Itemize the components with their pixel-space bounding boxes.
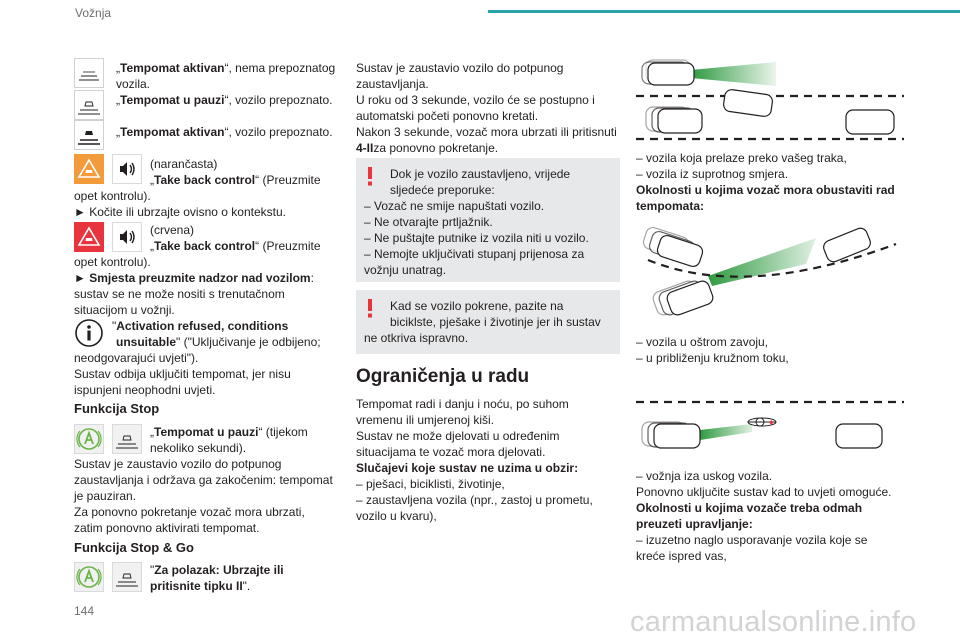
narrow-vehicle-text: – vožnja iza uskog vozila. Ponovno uklju…	[636, 469, 892, 563]
svg-text:◆: ◆	[769, 420, 774, 426]
warning-note-stopped: Dok je vozilo zaustavljeno, vrijede slje…	[356, 158, 620, 282]
warning-triangle-orange-icon	[74, 154, 104, 184]
limitations-text: Tempomat radi i danju i noću, po suhom v…	[356, 397, 593, 523]
page-number: 144	[74, 604, 95, 618]
status-activation-refused-a: "Activation refused, conditions unsuitab…	[112, 319, 321, 349]
curve-list: – vozila u oštrom zavoju, – u približenj…	[636, 335, 789, 365]
status-stop-paused-a: „Tempomat u pauzi“ (tijekom nekoliko sek…	[150, 425, 308, 455]
warning-triangle-red-icon	[74, 222, 104, 252]
status-cruise-active-no-vehicle: „Tempomat aktivan“, nema prepoznatog voz…	[116, 61, 336, 91]
stop-go-description: Sustav je zaustavio vozilo do potpunog z…	[356, 61, 617, 155]
exclamation-icon	[368, 167, 372, 186]
status-activation-refused-b: neodgovarajući uvjeti"). Sustav odbija u…	[74, 351, 291, 397]
status-cruise-active-vehicle: „Tempomat aktivan“, vozilo prepoznato.	[116, 125, 333, 139]
section-heading-limitations: Ograničenja u radu	[356, 366, 530, 387]
figure-narrow-vehicle-illustration: ◆	[636, 400, 904, 449]
info-icon	[74, 318, 104, 348]
figure-sharp-curve-illustration	[642, 226, 897, 316]
section-heading-stop: Funkcija Stop	[74, 401, 160, 416]
header-accent-bar	[488, 10, 960, 13]
status-take-back-orange-b: opet kontrolu). ► Kočite ili ubrzajte ov…	[74, 189, 286, 219]
road-lines-icon	[74, 58, 104, 88]
warning-note-start: Kad se vozilo pokrene, pazite na bicikls…	[356, 290, 620, 354]
section-title: Vožnja	[75, 6, 112, 20]
vehicle-paused-icon	[112, 562, 142, 592]
section-heading-stop-go: Funkcija Stop & Go	[74, 540, 194, 555]
exclamation-icon	[368, 299, 372, 318]
status-stop-go: "Za polazak: Ubrzajte ili pritisnite tip…	[150, 563, 284, 593]
status-stop-paused-b: Sustav je zaustavio vozilo do potpunog z…	[74, 457, 333, 535]
green-a-icon	[74, 424, 104, 454]
status-cruise-paused-vehicle: „Tempomat u pauzi“, vozilo prepoznato.	[116, 93, 333, 107]
status-take-back-orange-a: (narančasta) „Take back control“ (Preuzm…	[150, 157, 321, 187]
figure-cut-in-illustration	[636, 59, 904, 141]
status-take-back-red-a: (crvena) „Take back control“ (Preuzmite	[150, 223, 321, 253]
green-a-icon	[74, 562, 104, 592]
speaker-icon	[112, 154, 142, 184]
cut-in-list: – vozila koja prelaze preko vašeg traka,…	[636, 151, 895, 213]
vehicle-detected-icon	[74, 120, 104, 150]
vehicle-paused-icon	[74, 90, 104, 120]
vehicle-paused-icon	[112, 424, 142, 454]
watermark: carmanualsonline.info	[630, 606, 917, 638]
speaker-icon	[112, 222, 142, 252]
status-take-back-red-b: opet kontrolu). ► Smjesta preuzmite nadz…	[74, 255, 314, 317]
